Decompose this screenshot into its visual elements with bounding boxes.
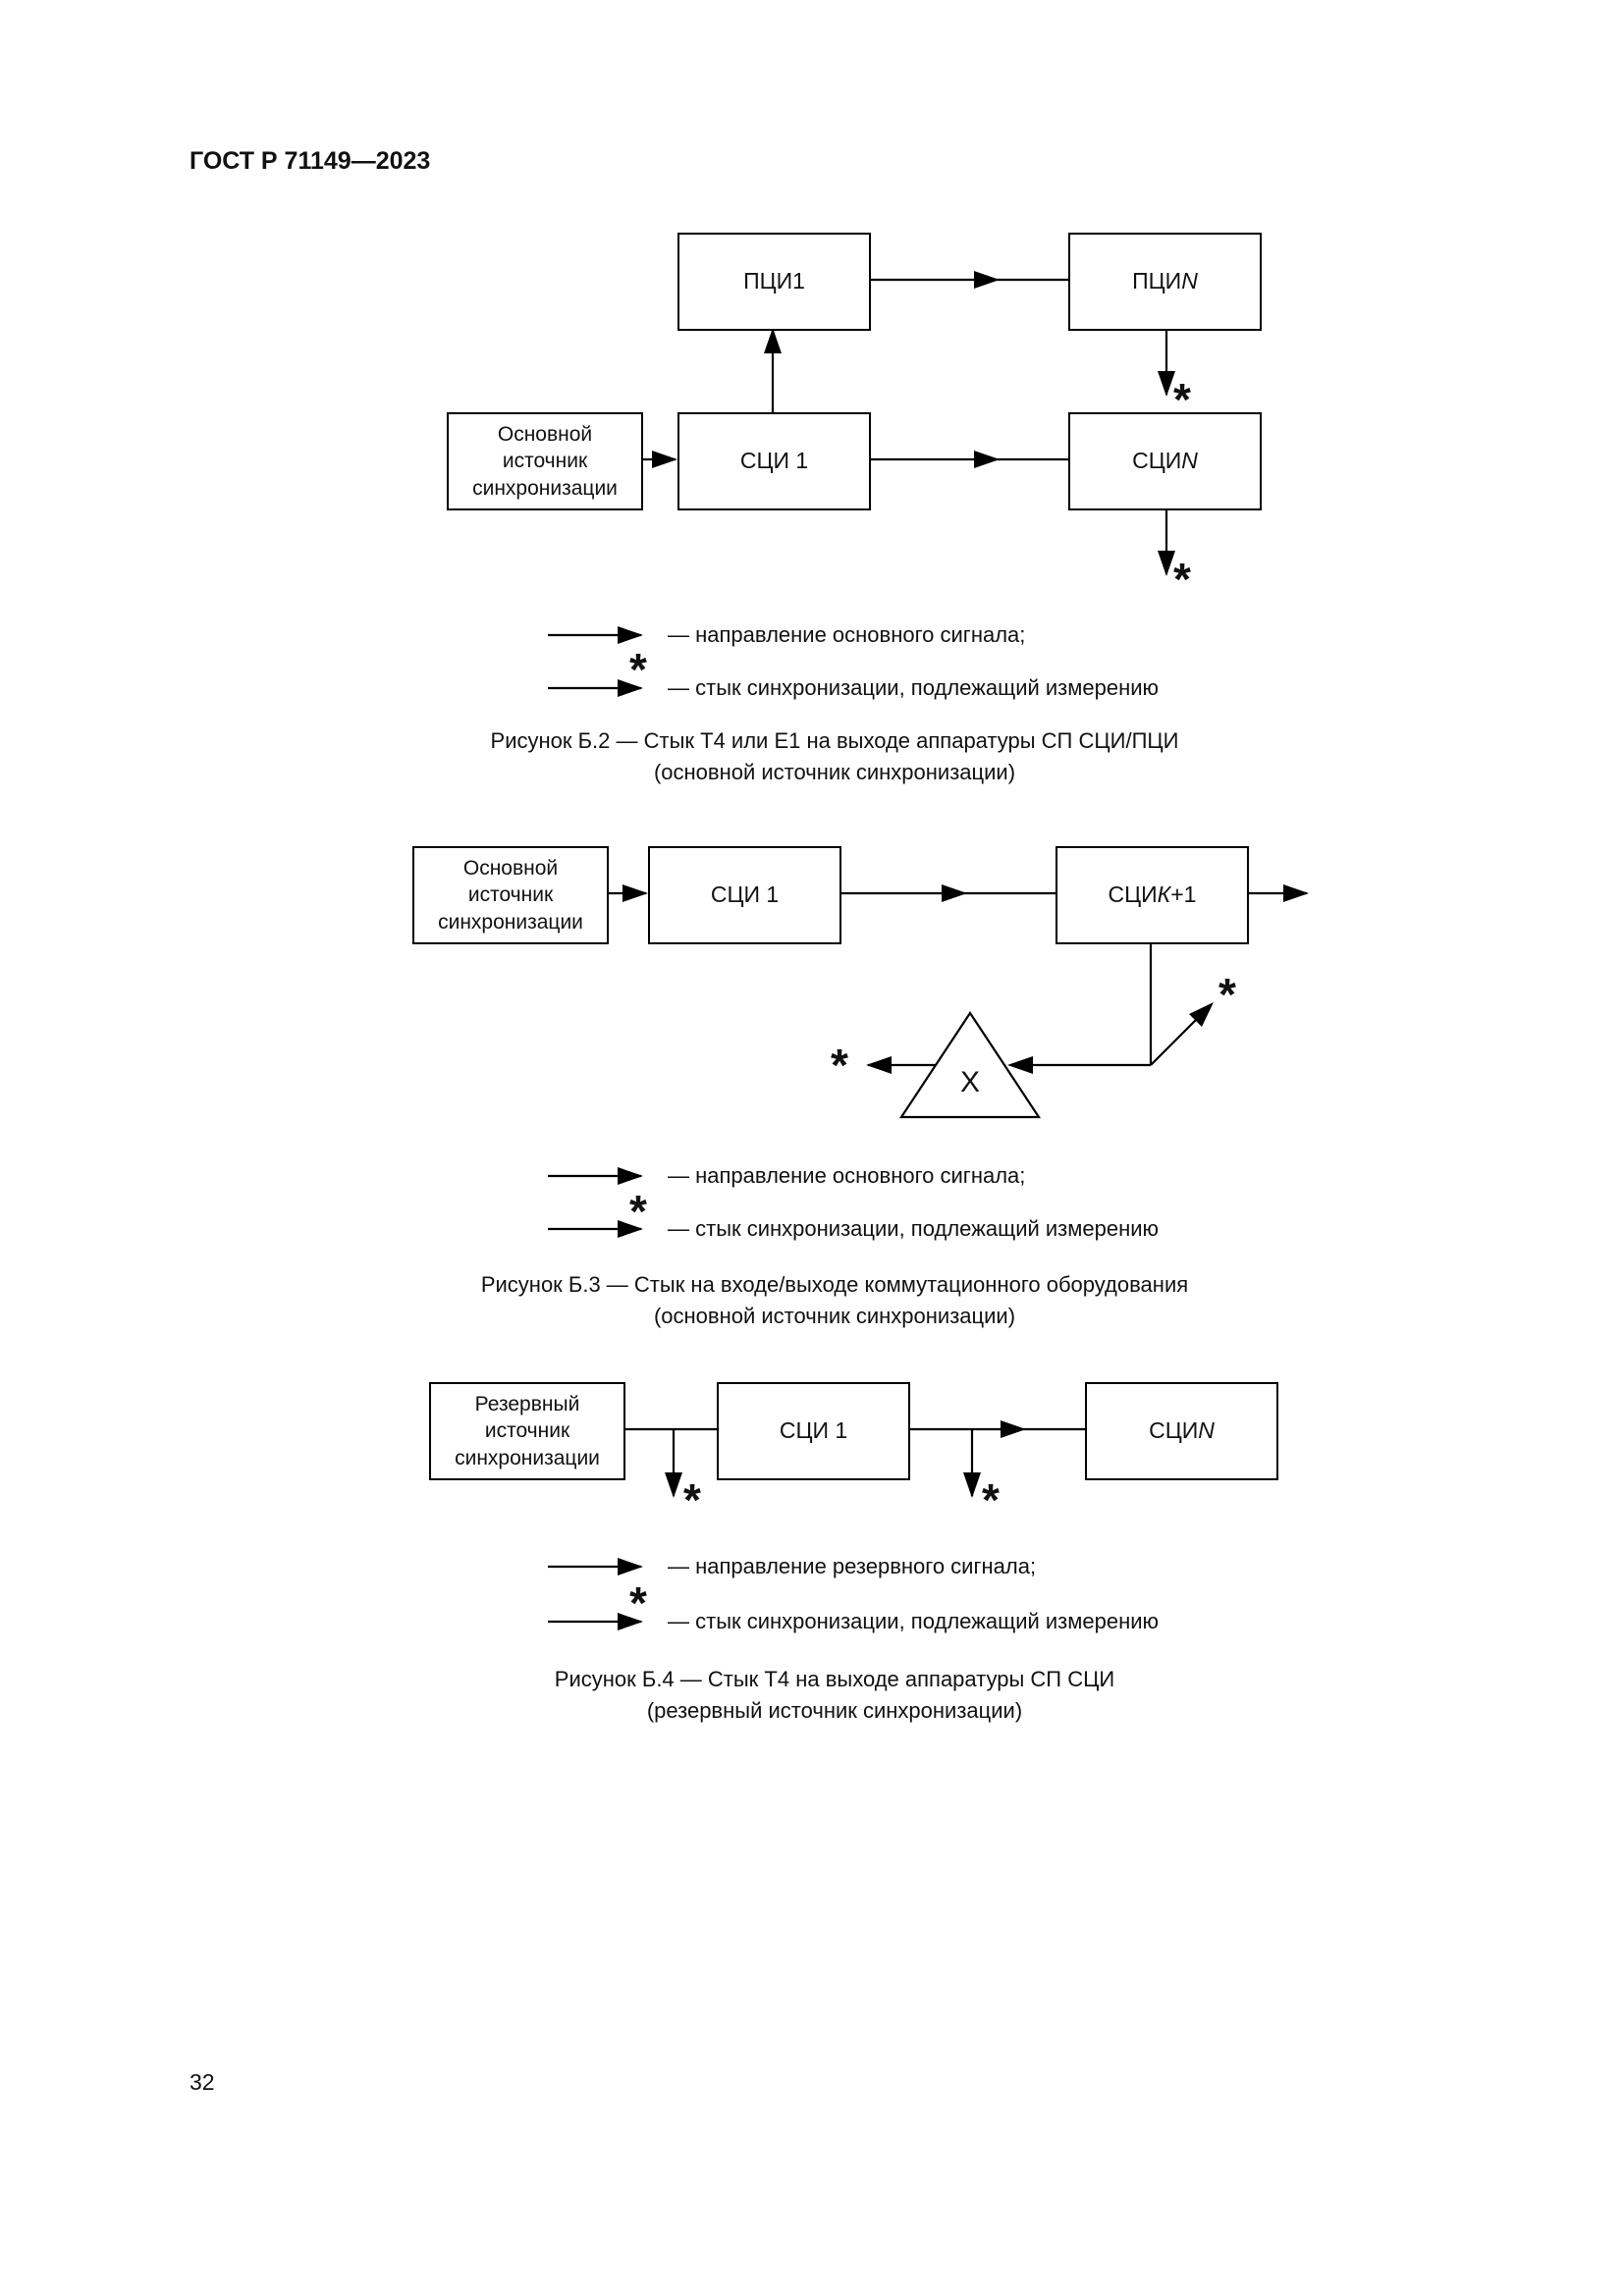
fig3-legend-arrowhead-icon (618, 1167, 643, 1185)
fig4-box-reserve-source: Резервный источник синхронизации (429, 1382, 625, 1480)
fig2-box-pciN-prefix: ПЦИ (1132, 268, 1182, 294)
fig3-legend-arrowhead-icon (618, 1220, 643, 1238)
measurement-asterisk: * (1218, 969, 1236, 1020)
measurement-asterisk: * (982, 1474, 1000, 1525)
fig3-connectors (548, 884, 1309, 1238)
fig4-arrowhead-down-icon (963, 1472, 981, 1498)
fig2-box-sciN: СЦИ N (1068, 412, 1262, 510)
fig2-box-pciN-var: N (1181, 268, 1198, 294)
fig3-arrowhead-right-icon (942, 884, 967, 902)
fig4-legend-reserve-signal: — направление резервного сигнала; (668, 1554, 1037, 1578)
fig4-arrowhead-down-icon (665, 1472, 682, 1498)
fig2-arrowhead-right-icon (652, 451, 677, 468)
fig2-box-pciN: ПЦИ N (1068, 233, 1262, 331)
fig3-box-main-source: Основной источник синхронизации (412, 846, 609, 944)
fig3-arrowhead-diagonal-icon (1189, 1002, 1214, 1027)
fig4-arrowhead-right-icon (1001, 1420, 1026, 1438)
fig3-box-sciK-var: К (1157, 881, 1171, 908)
fig2-box-sci1: СЦИ 1 (677, 412, 871, 510)
fig2-caption-line2: (основной источник синхронизации) (653, 760, 1016, 784)
fig2-caption-line1: Рисунок Б.2 — Стык Т4 или Е1 на выходе а… (490, 728, 1179, 753)
fig2-arrowhead-up-icon (764, 328, 782, 353)
fig4-legend-arrowhead-icon (618, 1558, 643, 1575)
fig3-switch-x-label: X (959, 1066, 980, 1098)
fig2-legend-arrowhead-icon (618, 626, 643, 644)
fig3-arrowhead-left-icon (866, 1056, 892, 1074)
fig4-connectors (548, 1420, 1085, 1630)
fig2-legend-arrowhead-icon (618, 679, 643, 697)
fig3-legend-main-signal: — направление основного сигнала; (668, 1163, 1026, 1188)
fig2-legend-sync-point: — стык синхронизации, подлежащий измерен… (668, 675, 1160, 700)
fig2-legend-main-signal: — направление основного сигнала; (668, 622, 1026, 647)
measurement-asterisk: * (683, 1474, 701, 1525)
fig4-caption-line1: Рисунок Б.4 — Стык Т4 на выходе аппарату… (554, 1667, 1115, 1691)
fig4-caption-line2: (резервный источник синхронизации) (646, 1698, 1023, 1723)
fig4-legend-sync-point: — стык синхронизации, подлежащий измерен… (668, 1609, 1160, 1633)
fig2-box-sciN-prefix: СЦИ (1132, 448, 1182, 474)
fig2-connectors (548, 271, 1175, 697)
fig2-arrowhead-right-icon (974, 271, 1000, 289)
fig2-arrowhead-down-icon (1158, 551, 1175, 576)
fig3-arrowhead-right-icon (623, 884, 648, 902)
fig2-box-main-source: Основной источник синхронизации (447, 412, 643, 510)
measurement-asterisk: * (831, 1040, 848, 1091)
fig4-box-sciN-prefix: СЦИ (1149, 1417, 1199, 1444)
fig2-arrowhead-down-icon (1158, 371, 1175, 397)
fig3-arrowhead-right-icon (1283, 884, 1309, 902)
fig3-arrowhead-left-icon (1007, 1056, 1033, 1074)
fig4-legend-arrowhead-icon (618, 1613, 643, 1630)
measurement-asterisk: * (1173, 374, 1191, 425)
fig3-box-sci1: СЦИ 1 (648, 846, 841, 944)
legend-asterisk: * (629, 644, 647, 695)
fig4-box-sci1: СЦИ 1 (717, 1382, 910, 1480)
page-number: 32 (189, 2069, 215, 2095)
fig3-caption-line1: Рисунок Б.3 — Стык на входе/выходе комму… (480, 1272, 1189, 1297)
legend-asterisk: * (629, 1186, 647, 1237)
fig2-box-pci1: ПЦИ1 (677, 233, 871, 331)
fig3-box-sciK: СЦИ К+1 (1056, 846, 1249, 944)
measurement-asterisk: * (1173, 554, 1191, 605)
fig3-box-sciK-prefix: СЦИ (1108, 881, 1158, 908)
fig4-box-sciN: СЦИ N (1085, 1382, 1278, 1480)
fig3-legend-sync-point: — стык синхронизации, подлежащий измерен… (668, 1216, 1160, 1241)
legend-asterisk: * (629, 1577, 647, 1629)
fig3-box-sciK-suffix: +1 (1170, 881, 1197, 908)
fig3-line-diagonal (1150, 1012, 1204, 1066)
fig3-caption-line2: (основной источник синхронизации) (653, 1304, 1016, 1328)
fig2-box-sciN-var: N (1181, 448, 1198, 474)
fig4-box-sciN-var: N (1198, 1417, 1215, 1444)
document-title: ГОСТ Р 71149—2023 (189, 147, 431, 175)
fig2-arrowhead-right-icon (974, 451, 1000, 468)
